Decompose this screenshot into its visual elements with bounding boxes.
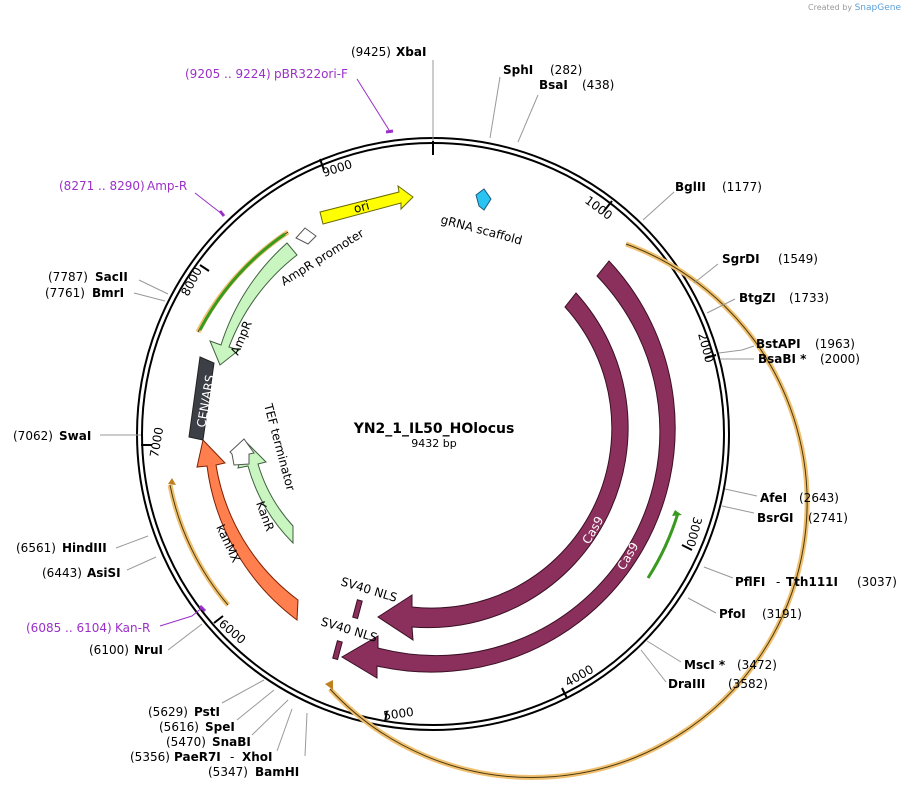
snapgene-watermark: Created by SnapGene — [808, 3, 901, 13]
nls-marks — [332, 599, 363, 661]
primer-ampr-pos: (8271 .. 8290) — [59, 179, 145, 193]
tick-3000: 3000 — [683, 515, 704, 548]
grna-label: gRNA scaffold — [439, 212, 523, 247]
tick-9000: 9000 — [321, 157, 354, 180]
site-xbai-pos: (9425) — [351, 45, 391, 59]
cenars-box — [188, 356, 215, 441]
site-sphi: SphI — [503, 63, 533, 77]
site-bglii: BglII — [675, 180, 706, 194]
site-hindiii: HindIII — [62, 541, 107, 555]
primer-pbr322ori-f-pos: (9205 .. 9224) — [185, 67, 271, 81]
site-nrui-pos: (6100) — [89, 643, 129, 657]
site-tth111i: Tth111I — [786, 575, 838, 589]
ori-arrow — [319, 184, 414, 225]
site-msci-pos: (3472) — [737, 658, 777, 672]
site-snabi: SnaBI — [212, 735, 251, 749]
primer-marks — [198, 129, 394, 613]
ori-label: ori — [352, 198, 371, 216]
site-psti: PstI — [194, 705, 220, 719]
site-bsai-pos: (438) — [582, 78, 614, 92]
orf-arrow-bottom — [325, 680, 333, 690]
primer-ampr-name: Amp-R — [147, 179, 187, 193]
site-sphi-pos: (282) — [550, 63, 582, 77]
site-bamhi-pos: (5347) — [208, 765, 248, 779]
site-lines — [100, 60, 758, 757]
orf-marks — [198, 232, 680, 579]
site-pflfi: PflFI — [735, 575, 765, 589]
teft-label: TEF terminator — [261, 401, 298, 492]
site-swai-pos: (7062) — [13, 429, 53, 443]
primer-kanr-name: Kan-R — [115, 621, 150, 635]
site-nrui: NruI — [134, 643, 163, 657]
site-draiii: DraIII — [668, 677, 705, 691]
site-afei-pos: (2643) — [799, 491, 839, 505]
ampr-promoter-arrow — [295, 227, 317, 245]
plasmid-length: 9432 bp — [411, 437, 456, 450]
site-msci: MscI * — [684, 658, 726, 672]
site-spei-pos: (5616) — [159, 720, 199, 734]
site-bmri: BmrI — [92, 286, 124, 300]
site-spei: SpeI — [205, 720, 235, 734]
site-bsrgi-pos: (2741) — [808, 511, 848, 525]
site-sacii-pos: (7787) — [48, 270, 88, 284]
grna-arrow — [475, 188, 492, 211]
site-sacii: SacII — [95, 270, 128, 284]
site-paer7i-pos: (5356) — [130, 750, 170, 764]
site-bsabi: BsaBI * — [758, 352, 807, 366]
site-pfoi: PfoI — [719, 607, 746, 621]
nls-outer-label: SV40 NLS — [319, 614, 379, 644]
site-snabi-pos: (5470) — [166, 735, 206, 749]
site-pfoi-pos: (3191) — [762, 607, 802, 621]
site-labels: (9425) XbaI SphI (282) BsaI (438) BglII … — [13, 45, 897, 779]
tick-5000: 5000 — [382, 705, 414, 723]
site-afei: AfeI — [760, 491, 787, 505]
site-sgrdi: SgrDI — [722, 252, 760, 266]
cas9-inner-arrow — [377, 292, 629, 641]
nls-inner-label: SV40 NLS — [339, 574, 399, 604]
orf-mark-arrow — [672, 510, 682, 516]
site-paer7i-sep: - — [230, 750, 234, 764]
primer-lines — [159, 78, 390, 627]
ampr-arrow — [209, 242, 298, 366]
site-bamhi: BamHI — [255, 765, 299, 779]
site-hindiii-pos: (6561) — [16, 541, 56, 555]
site-btgzi: BtgZI — [739, 291, 776, 305]
tick-8000: 8000 — [178, 265, 205, 299]
ruler-ticks — [141, 141, 717, 723]
tef-terminator-arrow — [229, 438, 255, 466]
primer-kanr-pos: (6085 .. 6104) — [26, 621, 112, 635]
site-asisi: AsiSI — [87, 566, 121, 580]
tick-7000: 7000 — [147, 426, 166, 459]
site-sgrdi-pos: (1549) — [778, 252, 818, 266]
site-asisi-pos: (6443) — [42, 566, 82, 580]
site-paer7i: PaeR7I — [174, 750, 221, 764]
site-pflfi-sep: - — [776, 575, 780, 589]
site-swai: SwaI — [59, 429, 91, 443]
site-draiii-pos: (3582) — [728, 677, 768, 691]
site-bstapi: BstAPI — [756, 337, 801, 351]
plasmid-name: YN2_1_IL50_HOlocus — [353, 421, 515, 437]
site-pflfi-pos: (3037) — [857, 575, 897, 589]
tick-6000: 6000 — [216, 617, 248, 647]
site-bmri-pos: (7761) — [45, 286, 85, 300]
cas9-outer-arrow — [341, 260, 676, 679]
site-bstapi-pos: (1963) — [815, 337, 855, 351]
site-psti-pos: (5629) — [148, 705, 188, 719]
site-bsrgi: BsrGI — [757, 511, 794, 525]
site-bglii-pos: (1177) — [722, 180, 762, 194]
primer-pbr322ori-f-name: pBR322ori-F — [274, 67, 348, 81]
site-xbai: XbaI — [396, 45, 426, 59]
site-xhoi: XhoI — [242, 750, 273, 764]
site-bsai: BsaI — [539, 78, 568, 92]
site-btgzi-pos: (1733) — [789, 291, 829, 305]
site-bsabi-pos: (2000) — [820, 352, 860, 366]
orf-arrow-left — [168, 478, 176, 485]
